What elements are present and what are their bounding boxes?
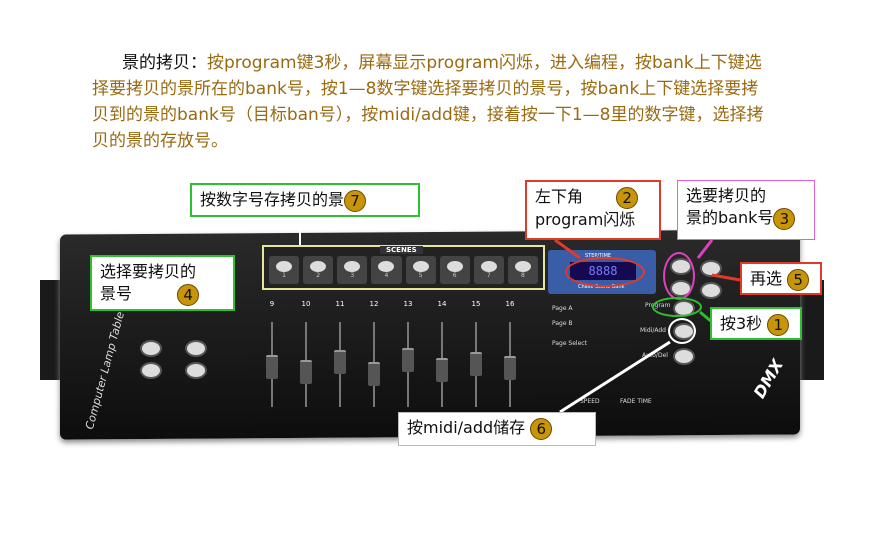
step-badge: 1 <box>767 313 790 336</box>
callout-6: 按midi/add储存 6 <box>398 412 596 446</box>
chase-2-button[interactable] <box>700 282 722 299</box>
button-cap <box>446 261 463 272</box>
auto-del-button[interactable] <box>673 348 695 365</box>
button-cap <box>514 261 531 272</box>
fader-knob[interactable] <box>436 358 448 382</box>
auto-del-label: Auto/Del <box>642 352 668 359</box>
display-top-label: STEP/TIME <box>585 253 612 259</box>
channel-fader[interactable]: 13 <box>401 300 415 410</box>
scene-button[interactable]: 3 <box>337 256 368 284</box>
channel-fader[interactable]: 12 <box>367 300 381 410</box>
display-highlight <box>565 257 645 287</box>
scene-number: 8 <box>521 272 525 279</box>
fader-number: 14 <box>437 300 447 308</box>
fader-bank: 9 10 11 12 13 14 15 16 <box>265 300 517 410</box>
scene-button[interactable]: 8 <box>507 256 538 284</box>
instruction-body: 按program键3秒，屏幕显示program闪烁，进入编程，按bank上下键选… <box>92 53 764 151</box>
channel-fader[interactable]: 11 <box>333 300 347 410</box>
callout-text: 按midi/add储存 <box>407 418 526 437</box>
callout-text: 选择要拷贝的 <box>100 262 197 281</box>
step-badge: 7 <box>344 189 367 212</box>
scene-left-button[interactable] <box>185 340 207 357</box>
scene-number: 4 <box>384 272 389 279</box>
scene-left-button[interactable] <box>185 362 207 379</box>
fader-number: 9 <box>269 300 275 308</box>
scene-number: 7 <box>486 272 491 279</box>
display-bottom-label: Chase Scene Bank <box>578 284 625 290</box>
fade-time-label: FADE TIME <box>620 398 652 405</box>
channel-fader[interactable]: 16 <box>503 300 517 410</box>
callout-text: 景号 <box>100 284 133 303</box>
scene-number: 2 <box>316 272 321 279</box>
callout-4: 选择要拷贝的景号 4 <box>90 255 235 311</box>
fader-knob[interactable] <box>504 356 516 380</box>
scene-left-button[interactable] <box>140 340 162 357</box>
fader-number: 10 <box>301 300 311 308</box>
fader-number: 12 <box>369 300 379 308</box>
chase-1-button[interactable] <box>700 260 722 277</box>
scene-number: 6 <box>452 272 457 279</box>
callout-text: 景的bank号 <box>686 208 774 227</box>
step-badge: 5 <box>787 268 810 291</box>
step-badge: 6 <box>530 417 553 440</box>
button-cap <box>276 261 293 272</box>
channel-fader[interactable]: 9 <box>265 300 279 410</box>
fader-number: 15 <box>471 300 481 308</box>
scene-button[interactable]: 5 <box>405 256 436 284</box>
button-cap <box>480 261 497 272</box>
channel-fader[interactable]: 10 <box>299 300 313 410</box>
fader-number: 13 <box>403 300 413 308</box>
page-select-label: Page Select <box>552 340 587 347</box>
scene-button[interactable]: 4 <box>371 256 402 284</box>
scene-number: 5 <box>418 272 423 279</box>
button-cap <box>344 261 361 272</box>
button-cap <box>378 261 395 272</box>
scene-button[interactable]: 6 <box>439 256 470 284</box>
step-badge: 2 <box>616 186 639 209</box>
speed-label: SPEED <box>580 398 600 405</box>
midi-add-highlight <box>668 318 696 344</box>
instruction-text: 景的拷贝：按program键3秒，屏幕显示program闪烁，进入编程，按ban… <box>92 50 772 154</box>
callout-text: 选要拷贝的 <box>686 186 767 205</box>
fader-number: 11 <box>335 300 345 308</box>
fader-knob[interactable] <box>368 362 380 386</box>
fader-knob[interactable] <box>266 355 278 379</box>
fader-knob[interactable] <box>402 348 414 372</box>
midi-add-label: Midi/Add <box>640 327 666 334</box>
button-cap <box>412 261 429 272</box>
scenes-label: SCENES <box>380 246 423 254</box>
scene-number: 1 <box>282 272 286 279</box>
page-a-label: Page A <box>552 305 573 312</box>
callout-text: 按3秒 <box>720 314 763 333</box>
page-b-label: Page B <box>552 320 573 327</box>
scene-button[interactable]: 7 <box>473 256 504 284</box>
channel-fader[interactable]: 14 <box>435 300 449 410</box>
step-badge: 3 <box>773 207 796 230</box>
button-cap <box>310 261 327 272</box>
callout-text: 左下角 <box>535 187 584 206</box>
program-highlight <box>652 297 702 317</box>
scene-number: 3 <box>350 272 355 279</box>
callout-5: 再选 5 <box>740 262 822 295</box>
scene-left-button[interactable] <box>140 362 162 379</box>
callout-text: program闪烁 <box>535 209 636 229</box>
fader-number: 16 <box>505 300 515 308</box>
step-badge: 4 <box>177 283 200 306</box>
fader-knob[interactable] <box>334 350 346 374</box>
instruction-lead: 景的拷贝： <box>122 53 207 73</box>
scene-button[interactable]: 1 <box>269 256 300 284</box>
callout-text: 按数字号存拷贝的景 <box>200 190 345 209</box>
channel-fader[interactable]: 15 <box>469 300 483 410</box>
fader-knob[interactable] <box>300 360 312 384</box>
callout-text: 再选 <box>750 269 783 288</box>
callout-1: 按3秒 1 <box>710 307 802 340</box>
fader-knob[interactable] <box>470 352 482 376</box>
scene-button[interactable]: 2 <box>303 256 334 284</box>
